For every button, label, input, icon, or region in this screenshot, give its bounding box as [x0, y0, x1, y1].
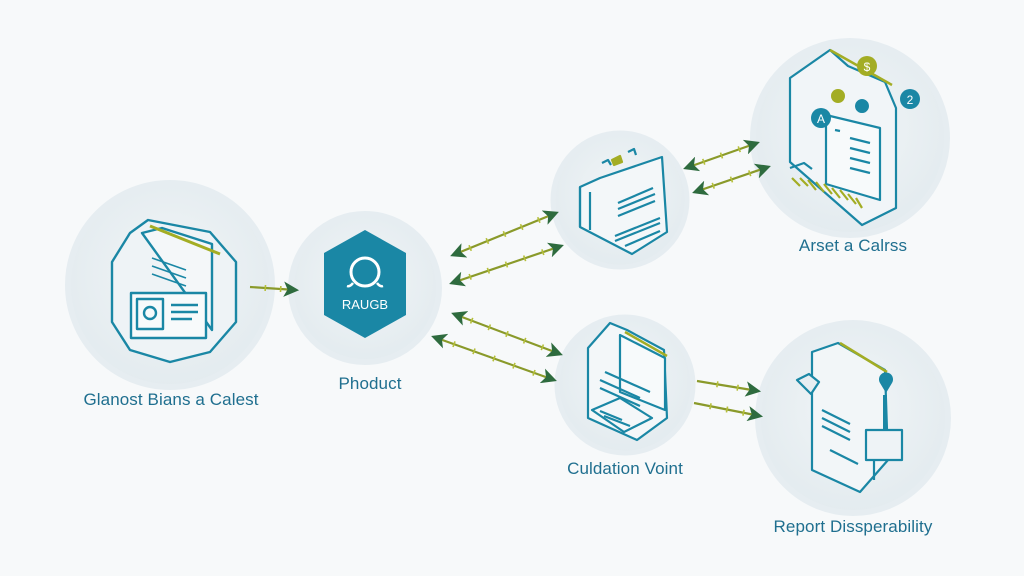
- arrow-tick: [729, 176, 734, 183]
- arrow-calculation-report-1: [696, 379, 762, 397]
- arrow-tick: [522, 255, 527, 262]
- arrow-tick: [541, 249, 545, 256]
- arrow-tick: [748, 170, 752, 177]
- letter-badge: A: [817, 112, 825, 126]
- node-product[interactable]: RAUGB: [288, 211, 442, 365]
- arrow-tick: [502, 230, 507, 238]
- arrow-tick: [737, 146, 742, 153]
- arrow-tick: [709, 403, 712, 410]
- arrow-tick: [492, 355, 496, 362]
- arrow-tick: [512, 362, 516, 369]
- documents-hexagon-icon: [110, 218, 238, 364]
- node-label-calculation: Culdation Voint: [567, 459, 683, 478]
- arrow-tick: [468, 244, 473, 252]
- arrow-tick: [468, 273, 472, 280]
- arrow-tick: [719, 152, 724, 159]
- node-top-middle[interactable]: [550, 130, 690, 270]
- node-source[interactable]: [65, 180, 275, 390]
- node-report[interactable]: [755, 320, 951, 516]
- arrow-source-product: [249, 281, 300, 297]
- node-label-asset: Arset a Calrss: [798, 236, 908, 255]
- arrow-tick: [701, 158, 706, 165]
- arrow-tick: [486, 267, 491, 274]
- arrow-tick: [452, 341, 456, 348]
- arrow-tick: [487, 324, 492, 331]
- node-asset[interactable]: $ 2 A: [750, 38, 950, 238]
- arrow-tick: [504, 261, 509, 268]
- arrow-tick: [742, 409, 745, 416]
- node-label-report: Report Dissperability: [773, 517, 933, 536]
- open-book-document-icon: [586, 321, 669, 442]
- arrow-tick: [469, 317, 474, 324]
- node-label-source: Glanost Bians a Calest: [83, 390, 259, 409]
- arrow-tick: [532, 369, 536, 376]
- arrow-tick: [505, 330, 509, 338]
- number-badge: 2: [907, 93, 914, 107]
- arrow-tick: [540, 344, 545, 351]
- report-printer-icon: [795, 341, 904, 494]
- arrow-tick: [522, 337, 527, 344]
- node-calculation[interactable]: [554, 314, 696, 456]
- arrow-tick: [725, 406, 729, 413]
- arrow-tick: [736, 384, 739, 391]
- arrow-tick: [472, 348, 476, 355]
- arrow-tick: [711, 182, 715, 189]
- isometric-document-box-icon: [578, 147, 669, 256]
- edges: [249, 139, 771, 422]
- arrow-tick: [485, 237, 490, 245]
- product-badge-text: RAUGB: [342, 297, 388, 312]
- dollar-badge: $: [864, 60, 871, 74]
- hexagon-badge-icon: RAUGB: [324, 230, 406, 338]
- arrow-tick: [536, 216, 541, 224]
- arrow-tick: [716, 381, 719, 388]
- arrow-tick: [519, 223, 524, 231]
- node-label-product: Phoduct: [338, 374, 402, 393]
- document-with-coins-icon: $ 2 A: [788, 48, 920, 227]
